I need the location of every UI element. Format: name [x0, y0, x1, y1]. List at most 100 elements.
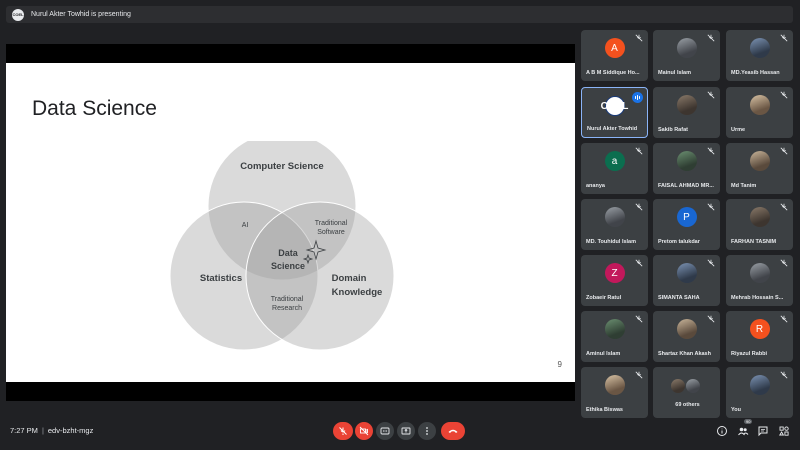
participant-tile[interactable]: a ananya [581, 143, 648, 194]
avatar [749, 151, 770, 171]
mic-off-icon [780, 203, 788, 211]
present-icon [401, 427, 411, 435]
presentation-stage[interactable]: Data Science Computer Science Statistics… [6, 44, 575, 401]
mic-off-icon [707, 34, 715, 42]
others-count: 69 others [675, 402, 700, 408]
participant-tile[interactable]: Urme [726, 87, 793, 138]
chat-icon[interactable] [757, 425, 769, 437]
sparkle-icon [302, 239, 327, 265]
mic-off-icon [707, 91, 715, 99]
avatar [676, 38, 697, 58]
others-tile[interactable]: 69 others [653, 367, 720, 418]
avatar [604, 319, 625, 339]
avatar [604, 207, 625, 227]
avatar [604, 375, 625, 395]
participant-tile[interactable]: FARHAN TASNIM [726, 199, 793, 250]
mic-off-icon [635, 371, 643, 379]
avatar [676, 263, 697, 283]
participant-name: Urme [731, 127, 746, 133]
mic-off-icon [780, 315, 788, 323]
participant-name: You [731, 407, 741, 413]
mic-off-icon [707, 203, 715, 211]
participant-tile[interactable]: Ethika Biswas [581, 367, 648, 418]
present-button[interactable] [397, 422, 415, 440]
mic-off-icon [780, 371, 788, 379]
participant-name: Ethika Biswas [586, 407, 623, 413]
venn-circle-right [245, 201, 395, 351]
participant-tile[interactable]: Sakib Rafat [653, 87, 720, 138]
participant-name: Nurul Akter Towhid [587, 126, 638, 132]
mic-off-icon [707, 259, 715, 267]
mic-off-icon [635, 203, 643, 211]
info-icon[interactable] [716, 425, 728, 437]
avatar: a [604, 151, 625, 171]
mic-off-icon [635, 315, 643, 323]
participant-tile[interactable]: MD. Touhidul Islam [581, 199, 648, 250]
coel-logo: COEL [12, 8, 24, 21]
end-call-button[interactable] [441, 422, 465, 440]
bottom-control-bar: 7:27 PM|edv-bzht-mgz 90 [0, 414, 800, 450]
mic-off-icon [780, 147, 788, 155]
venn-label-traditional-software-1: Traditional [315, 220, 348, 227]
venn-label-computer-science: Computer Science [240, 161, 323, 172]
more-options-icon [426, 427, 428, 435]
participant-tile[interactable]: SIMANTA SAHA [653, 255, 720, 306]
participant-name: ananya [586, 183, 605, 189]
camera-off-icon [359, 426, 369, 436]
slide: Data Science Computer Science Statistics… [6, 63, 575, 382]
people-icon[interactable] [737, 425, 749, 437]
more-options-button[interactable] [418, 422, 436, 440]
avatar [749, 263, 770, 283]
avatar: A [604, 38, 625, 58]
participant-name: A B M Siddique Ho... [586, 70, 640, 76]
mic-off-icon [635, 259, 643, 267]
participant-name: Pretom talukdar [658, 239, 700, 245]
participant-tile[interactable]: P Pretom talukdar [653, 199, 720, 250]
participant-tile[interactable]: FAISAL AHMAD MR... [653, 143, 720, 194]
mic-toggle-button[interactable] [333, 422, 353, 440]
venn-diagram: Computer Science Statistics Domain Knowl… [169, 141, 395, 351]
participant-name: MD.Yeasib Hassan [731, 70, 780, 76]
participant-name: Sakib Rafat [658, 127, 688, 133]
venn-label-knowledge: Knowledge [332, 287, 383, 298]
venn-label-traditional-software-2: Software [317, 229, 345, 236]
avatar: R [749, 319, 770, 339]
participant-tile[interactable]: A A B M Siddique Ho... [581, 30, 648, 81]
participant-tile[interactable]: MD.Yeasib Hassan [726, 30, 793, 81]
captions-button[interactable] [376, 422, 394, 440]
participant-name: Mainul Islam [658, 70, 692, 76]
mic-off-icon [780, 259, 788, 267]
participant-name: Zobaeir Ratul [586, 295, 622, 301]
avatar [749, 95, 770, 115]
venn-label-traditional-research-2: Research [272, 305, 302, 312]
slide-title: Data Science [32, 97, 157, 120]
activities-icon[interactable] [778, 425, 790, 437]
participant-tile[interactable]: Mehrab Hossain S... [726, 255, 793, 306]
venn-circle-top [207, 141, 357, 281]
meeting-details: 7:27 PM|edv-bzht-mgz [10, 426, 93, 435]
participant-tile[interactable]: Aminul Islam [581, 311, 648, 362]
participant-tile[interactable]: Z Zobaeir Ratul [581, 255, 648, 306]
camera-toggle-button[interactable] [355, 422, 373, 440]
mic-off-icon [780, 91, 788, 99]
venn-label-data: Data [278, 248, 299, 258]
participant-name: FARHAN TASNIM [731, 239, 777, 245]
participant-tile[interactable]: Mainul Islam [653, 30, 720, 81]
participant-name: MD. Touhidul Islam [586, 239, 637, 245]
mic-off-icon [780, 34, 788, 42]
presenting-banner: COEL Nurul Akter Towhid is presenting [6, 6, 793, 23]
participant-tile[interactable]: Shartaz Khan Akash [653, 311, 720, 362]
participant-name: SIMANTA SAHA [658, 295, 700, 301]
participant-tile[interactable]: COEL Nurul Akter Towhid [581, 87, 648, 138]
avatar: Z [604, 263, 625, 283]
participant-name: FAISAL AHMAD MR... [658, 183, 714, 189]
participant-tile[interactable]: R Riyazul Rabbi [726, 311, 793, 362]
participant-tile[interactable]: Md Tanim [726, 143, 793, 194]
self-tile[interactable]: You [726, 367, 793, 418]
participant-name: Shartaz Khan Akash [658, 351, 711, 357]
avatar [749, 38, 770, 58]
mic-off-icon [339, 427, 347, 435]
avatar: P [676, 207, 697, 227]
avatar [676, 151, 697, 171]
avatar [749, 375, 770, 395]
